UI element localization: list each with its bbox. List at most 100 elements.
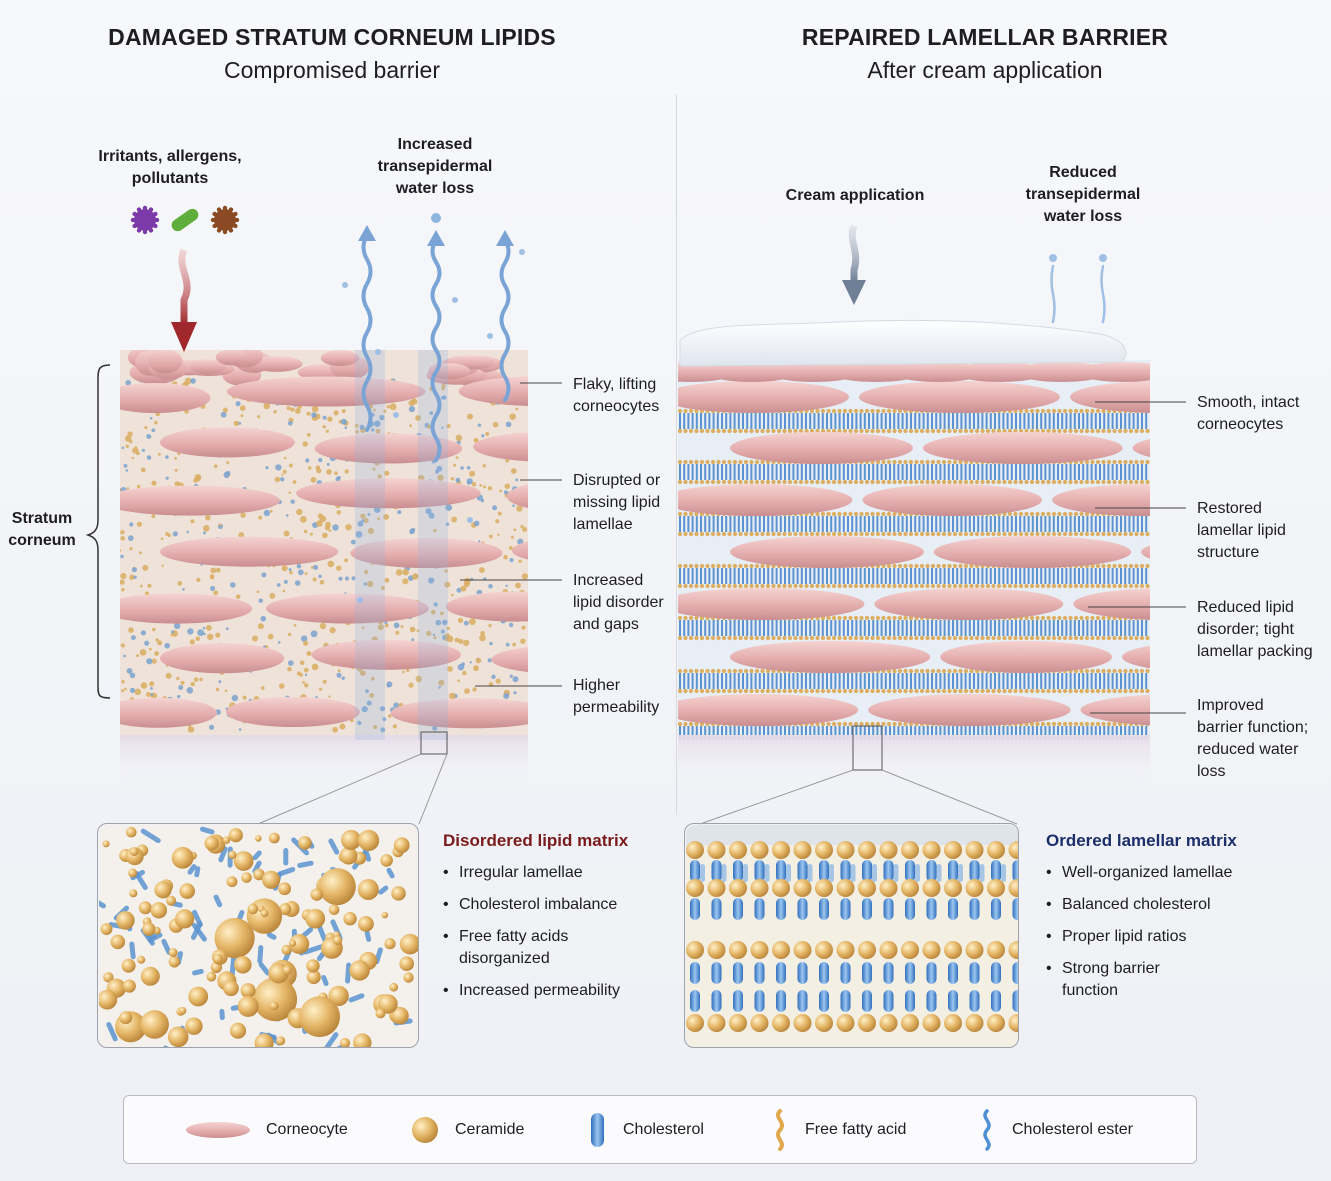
lipid-dot [288,568,292,572]
lipid-dot [480,630,486,636]
lipid-head [985,479,991,485]
lipid-head [980,635,985,641]
lipid-dot [409,528,415,534]
lipid-head [1134,459,1139,465]
lipid-head [683,668,688,674]
lipid-head [925,459,930,465]
legend: Corneocyte Ceramide Cholesterol Free fat… [123,1095,1197,1164]
lipid-head [1013,688,1018,694]
lipid-dot [440,629,445,634]
lipid-dot [518,559,522,563]
lipid-head [892,459,897,465]
lipid-head [721,635,727,641]
lipid-dot [364,569,369,575]
corneocyte [445,591,528,622]
lipid-dot [485,432,490,436]
zoom-line [418,753,448,825]
lipid-head [738,583,743,589]
lipid-head [1013,531,1018,537]
lipid-head [1035,583,1040,589]
lipid-dot [509,413,516,420]
lipid-head [743,583,749,589]
lipid-head [914,668,919,674]
cholesterol-molecule [948,962,958,984]
lipid-dot [504,483,510,489]
cholesterol-molecule [733,860,743,882]
cholesterol-fragment [316,922,328,943]
lipid-head [974,688,980,694]
ceramide-blob [380,854,393,867]
cholesterol-fragment [218,846,228,863]
lipid-dot [336,672,342,678]
lipid-head [936,635,941,641]
lipid-head [947,668,952,674]
lipid-dot [365,689,369,693]
ordered-matrix-zoom [686,825,1018,1048]
lipid-dot [269,592,276,599]
lipid-dot [146,658,153,665]
lipid-head [1106,459,1112,465]
cream-layer [679,320,1127,367]
lipid-head [941,428,947,434]
cholesterol-molecule [754,962,765,984]
lipid-head [925,635,930,641]
lipid-head [1057,583,1062,589]
lipid-head [699,531,705,537]
lipid-head [842,511,848,517]
lipid-head [947,428,952,434]
ceramide-head [922,841,941,859]
lipid-dot [454,637,460,643]
lipid-head [793,531,798,537]
lipid-dot [134,688,142,696]
lipid-head [1101,428,1106,434]
cholesterol-molecule [733,898,743,920]
water-loss-arrowhead [358,225,376,241]
lipid-head [1145,583,1150,589]
lipid-dot [142,564,149,571]
lipid-head [892,688,897,694]
lipid-dot [252,635,258,642]
lipid-head [820,583,826,589]
lipid-dot [492,505,498,511]
corneocyte [390,698,528,729]
lipid-dot [479,484,483,487]
cholesterol-molecule [862,990,872,1012]
lipid-dot [281,473,284,476]
lipid-dot [128,439,133,444]
lipid-dot [402,568,409,576]
irritant-particle [134,209,156,231]
ceramide-blob [384,938,396,950]
lipid-head [881,721,886,727]
cholesterol-fragment [378,885,389,895]
lipid-head [1134,688,1139,694]
lipid-head [732,459,738,465]
lipid-head [908,563,914,569]
lipid-dot [333,410,339,416]
lipid-head [919,531,925,537]
ceramide-head [707,941,726,959]
lipid-head [1057,428,1062,434]
lipid-head [985,428,991,434]
lipid-head [1117,531,1123,537]
ceramide-blob [122,979,136,993]
lipid-dot [441,383,446,388]
lipid-head [848,721,853,727]
lipid-head [952,531,958,537]
lipid-head [1073,688,1079,694]
lipid-head [1145,459,1150,465]
cholesterol-molecule [754,990,765,1012]
lipid-head [749,479,754,485]
lipid-head [936,563,941,569]
lipid-dot [442,619,448,626]
lipid-head [1029,511,1035,517]
water-loss-wave [361,233,373,432]
ceramide-blob [247,903,259,915]
ceramide-head [729,941,747,959]
lipid-head [683,479,688,485]
corneocyte [678,381,849,413]
lipid-head [678,563,683,569]
lipid-dot [386,405,390,409]
lipid-head [1123,583,1128,589]
ceramide-head [772,941,790,959]
